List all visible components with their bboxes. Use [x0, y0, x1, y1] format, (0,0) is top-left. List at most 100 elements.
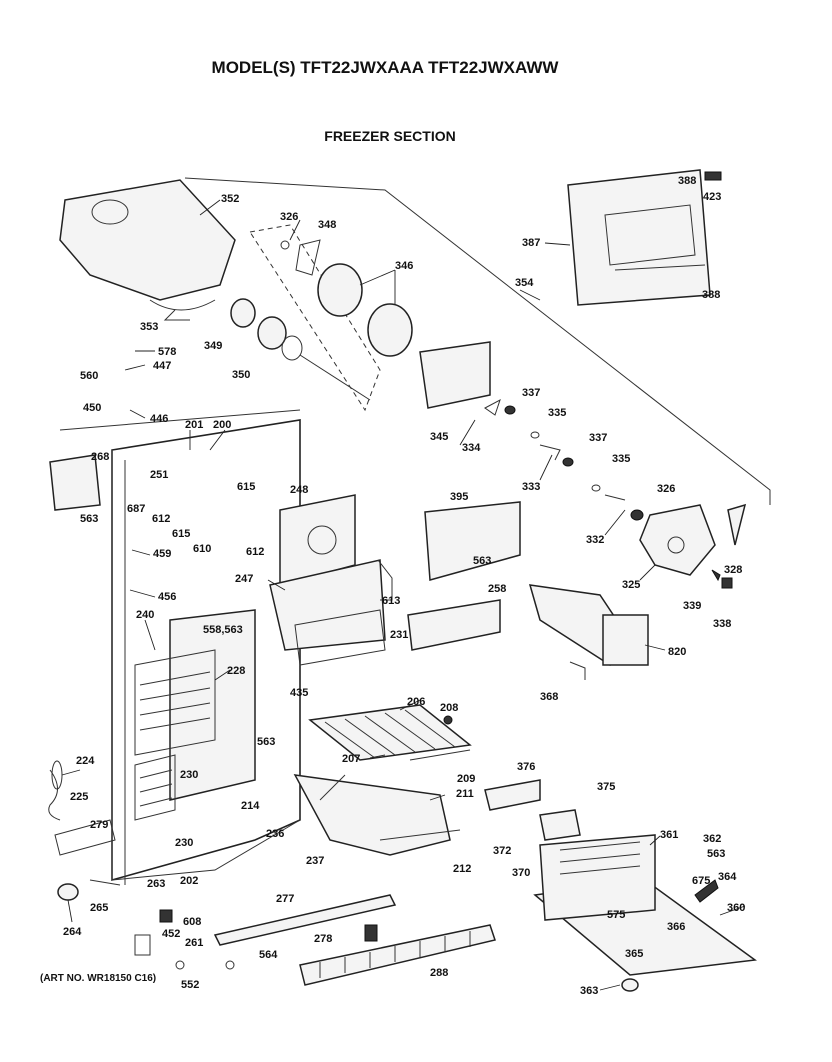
- part-label: 337: [589, 432, 607, 444]
- crusher-drums: [280, 239, 413, 357]
- part-label: 208: [440, 702, 458, 714]
- part-label: 231: [390, 629, 408, 641]
- part-label: 388: [678, 175, 696, 187]
- auger-assembly: [230, 298, 371, 401]
- part-label: 366: [667, 921, 685, 933]
- part-label: 423: [703, 191, 721, 203]
- part-label: 230: [175, 837, 193, 849]
- part-label: 364: [718, 871, 737, 883]
- part-label: 376: [517, 761, 535, 773]
- part-label: 563: [473, 555, 491, 567]
- part-label: 563: [257, 736, 275, 748]
- part-label: 277: [276, 893, 294, 905]
- section-title: FREEZER SECTION: [324, 128, 456, 144]
- part-label: 563: [80, 513, 98, 525]
- part-label: 346: [395, 260, 413, 272]
- small-hardware-parts: [484, 398, 644, 521]
- control-panel: [424, 501, 521, 581]
- part-label: 348: [318, 219, 336, 231]
- part-label: 612: [246, 546, 264, 558]
- part-label: 326: [280, 211, 298, 223]
- part-label: 435: [290, 687, 308, 699]
- fan-shroud-assembly: [269, 494, 393, 666]
- part-label: 264: [63, 926, 82, 938]
- part-label: 608: [183, 916, 201, 928]
- part-label: 237: [306, 855, 324, 867]
- art-number: (ART NO. WR18150 C16): [40, 973, 157, 984]
- cover: [407, 599, 501, 651]
- freezer-basket: [293, 774, 461, 856]
- part-label: 335: [548, 407, 566, 419]
- part-label: 354: [515, 277, 534, 289]
- part-label: 450: [83, 402, 101, 414]
- part-label: 345: [430, 431, 448, 443]
- part-label: 236: [266, 828, 284, 840]
- evaporator: [134, 609, 256, 821]
- part-label: 333: [522, 481, 540, 493]
- part-label: 334: [462, 442, 481, 454]
- dispenser-door-assembly: [567, 169, 722, 306]
- machine-compartment-base: [484, 779, 757, 992]
- part-label: 388: [702, 289, 720, 301]
- part-label: 214: [241, 800, 260, 812]
- part-label: 446: [150, 413, 168, 425]
- part-label: 337: [522, 387, 540, 399]
- wire-shelf: [308, 704, 472, 761]
- part-label: 325: [622, 579, 640, 591]
- part-number-labels: 352 326 348 346 353 349 350 578 447 560 …: [63, 175, 745, 997]
- part-label: 352: [221, 193, 239, 205]
- part-label: 387: [522, 237, 540, 249]
- part-label: 552: [181, 979, 199, 991]
- part-label: 613: [382, 595, 400, 607]
- part-label: 361: [660, 829, 678, 841]
- part-label: 456: [158, 591, 176, 603]
- part-label: 265: [90, 902, 108, 914]
- part-label: 578: [158, 346, 176, 358]
- part-label: 201: [185, 419, 203, 431]
- mounting-plate: [419, 341, 491, 409]
- part-label: 225: [70, 791, 88, 803]
- part-label: 332: [586, 534, 604, 546]
- part-label: 615: [237, 481, 255, 493]
- part-label: 563: [707, 848, 725, 860]
- part-label: 206: [407, 696, 425, 708]
- part-label: 610: [193, 543, 211, 555]
- dispenser-motor: [639, 503, 747, 589]
- part-label: 820: [668, 646, 686, 658]
- part-label: 224: [76, 755, 95, 767]
- ice-maker: [528, 584, 649, 680]
- part-label: 360: [727, 902, 745, 914]
- part-label: 202: [180, 875, 198, 887]
- part-label: 328: [724, 564, 742, 576]
- part-label: 564: [259, 949, 278, 961]
- part-label: 353: [140, 321, 158, 333]
- part-label: 365: [625, 948, 643, 960]
- part-label: 350: [232, 369, 250, 381]
- part-label: 228: [227, 665, 245, 677]
- part-label: 395: [450, 491, 468, 503]
- part-label: 278: [314, 933, 332, 945]
- part-label: 200: [213, 419, 231, 431]
- freezer-cabinet-outline: [59, 177, 771, 885]
- part-label: 575: [607, 909, 625, 921]
- part-label: 248: [290, 484, 308, 496]
- part-label: 675: [692, 875, 710, 887]
- part-label: 363: [580, 985, 598, 997]
- part-label: 268: [91, 451, 109, 463]
- part-label: 558,563: [203, 624, 243, 636]
- auger-group-outline: [249, 224, 381, 412]
- part-label: 211: [456, 788, 474, 800]
- left-side-parts: [48, 454, 185, 970]
- part-label: 335: [612, 453, 630, 465]
- part-label: 247: [235, 573, 253, 585]
- rail-and-grille: [213, 894, 496, 986]
- part-label: 279: [90, 819, 108, 831]
- part-label: 326: [657, 483, 675, 495]
- part-label: 251: [150, 469, 168, 481]
- part-label: 338: [713, 618, 731, 630]
- part-label: 207: [342, 753, 360, 765]
- part-label: 452: [162, 928, 180, 940]
- part-label: 230: [180, 769, 198, 781]
